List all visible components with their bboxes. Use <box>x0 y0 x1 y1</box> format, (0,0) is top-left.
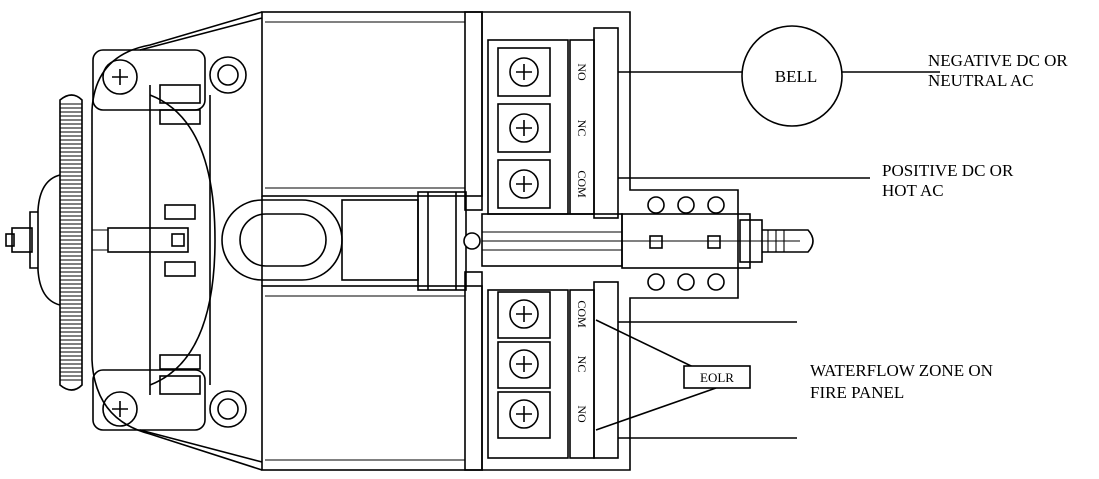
mount-screw-top <box>102 59 138 95</box>
upper-terminal-no-label: NO <box>575 63 589 81</box>
stem-assembly <box>621 196 814 291</box>
upper-microswitch-housing <box>261 11 483 211</box>
waterflow-label-line1: WATERFLOW ZONE ON <box>810 361 993 380</box>
lower-terminal-com-label: COM <box>575 300 589 328</box>
switch-base <box>91 11 263 471</box>
waterflow-label-line2: FIRE PANEL <box>810 383 904 402</box>
lower-terminal-no-label: NO <box>575 405 589 423</box>
negative-label-line2: NEUTRAL AC <box>928 71 1034 90</box>
adjustment-knob <box>5 94 83 391</box>
upper-terminal-block <box>487 39 595 215</box>
negative-label-line1: NEGATIVE DC OR <box>928 51 1068 70</box>
eolr-resistor: EOLR <box>683 365 751 389</box>
upper-terminal-com-label: COM <box>575 170 589 198</box>
lower-terminal-nc-label: NC <box>575 356 589 373</box>
bell-symbol: BELL <box>741 25 843 127</box>
positive-label-line1: POSITIVE DC OR <box>882 161 1014 180</box>
upper-terminal-nc-label: NC <box>575 120 589 137</box>
lower-microswitch-housing <box>261 271 483 471</box>
bell-label: BELL <box>775 67 818 86</box>
eolr-label: EOLR <box>700 370 734 385</box>
lower-terminal-block <box>487 289 595 459</box>
mount-screw-bottom <box>102 391 138 427</box>
positive-label-line2: HOT AC <box>882 181 944 200</box>
